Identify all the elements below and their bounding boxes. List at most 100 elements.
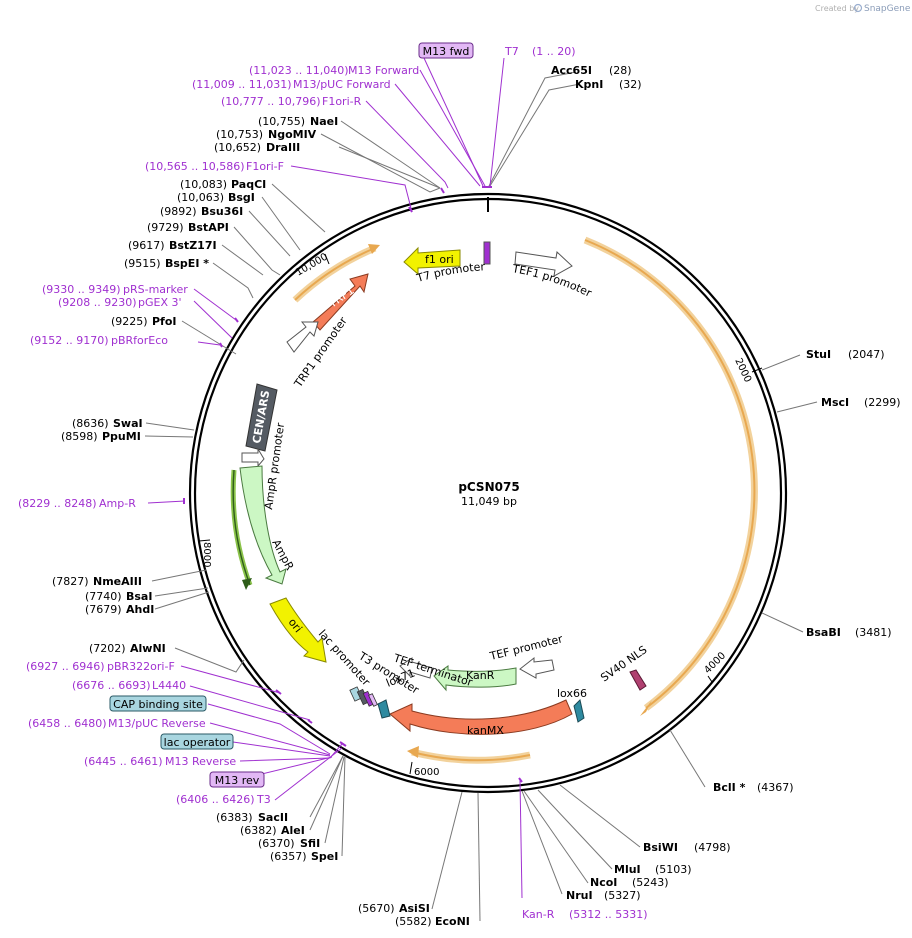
site-asisi[interactable]: (5670)AsiSI — [358, 902, 430, 915]
svg-text:Acc65I: Acc65I — [551, 64, 592, 77]
site-sfii[interactable]: (6370)SfiI — [258, 837, 320, 850]
svg-text:(8598): (8598) — [61, 430, 98, 443]
feature-tef-promoter-arrow[interactable] — [519, 656, 555, 679]
site-msci[interactable]: MscI(2299) — [821, 396, 901, 409]
primer-pgex3[interactable]: (9208 .. 9230)pGEX 3' — [58, 296, 182, 309]
feature-lox66-marker[interactable] — [573, 699, 585, 723]
svg-text:pBRforEco: pBRforEco — [111, 334, 168, 347]
feature-sv40nls-marker[interactable] — [629, 669, 647, 691]
feature-tef1-promoter-arrow[interactable] — [514, 250, 573, 277]
site-bstapi[interactable]: (9729)BstAPI — [147, 221, 229, 234]
primer-t3[interactable]: (6406 .. 6426)T3 — [176, 793, 271, 806]
svg-text:(9617): (9617) — [128, 239, 165, 252]
site-sacii[interactable]: (6383)SacII — [216, 811, 288, 824]
svg-text:PfoI: PfoI — [152, 315, 177, 328]
svg-text:PaqCI: PaqCI — [231, 178, 266, 191]
site-spei[interactable]: (6357)SpeI — [270, 850, 338, 863]
site-bspei[interactable]: (9515)BspEI * — [124, 257, 209, 270]
primer-amp-r[interactable]: (8229 .. 8248)Amp-R — [18, 497, 136, 510]
svg-text:NaeI: NaeI — [310, 115, 338, 128]
site-naei[interactable]: (10,755)NaeI — [258, 115, 338, 128]
primer-prs-marker[interactable]: (9330 .. 9349)pRS-marker — [42, 283, 188, 296]
feature-kanr-arrow[interactable] — [433, 665, 517, 692]
feature-trp1-promoter-arrow[interactable] — [286, 321, 319, 353]
feature-f1ori-arrow[interactable] — [403, 246, 461, 276]
svg-text:(8636): (8636) — [72, 417, 109, 430]
primer-pbrforeco[interactable]: (9152 .. 9170)pBRforEco — [30, 334, 168, 347]
primer-m13puc-forward[interactable]: (11,009 .. 11,031)M13/pUC Forward — [192, 78, 391, 91]
feature-tef-terminator-arrow[interactable] — [399, 657, 433, 679]
svg-text:(7679): (7679) — [85, 603, 122, 616]
svg-text:DraIII: DraIII — [266, 141, 300, 154]
site-pfoi[interactable]: (9225)PfoI — [111, 315, 177, 328]
svg-text:PpuMI: PpuMI — [102, 430, 141, 443]
svg-text:AhdI: AhdI — [126, 603, 154, 616]
site-alei[interactable]: (6382)AleI — [240, 824, 305, 837]
site-bsgi[interactable]: (10,063)BsgI — [177, 191, 255, 204]
primer-t7[interactable]: T7(1 .. 20) — [504, 45, 576, 58]
site-swai[interactable]: (8636)SwaI — [72, 417, 143, 430]
svg-text:(9152 .. 9170): (9152 .. 9170) — [30, 334, 109, 347]
site-econi[interactable]: (5582)EcoNI — [395, 915, 470, 928]
primer-l4440[interactable]: (6676 .. 6693)L4440 — [72, 679, 186, 692]
plasmid-name: pCSN075 — [458, 480, 519, 494]
primer-f1ori-f[interactable]: (10,565 .. 10,586)F1ori-F — [145, 160, 284, 173]
site-acc65i[interactable]: Acc65I(28) — [551, 64, 632, 77]
site-ngomiv[interactable]: (10,753)NgoMIV — [216, 128, 317, 141]
svg-text:(6676 .. 6693): (6676 .. 6693) — [72, 679, 151, 692]
site-stui[interactable]: StuI(2047) — [806, 348, 885, 361]
site-ppumi[interactable]: (8598) PpuMI — [61, 430, 141, 443]
svg-text:(32): (32) — [619, 78, 642, 91]
primer-pbr322ori-f[interactable]: (6927 .. 6946)pBR322ori-F — [26, 660, 175, 673]
site-kpni[interactable]: KpnI(32) — [575, 78, 642, 91]
label-lac-operator[interactable]: lac operator — [160, 733, 234, 750]
site-draiii[interactable]: (10,652)DraIII — [214, 141, 300, 154]
svg-text:(7740): (7740) — [85, 590, 122, 603]
svg-text:BsiWI: BsiWI — [643, 841, 678, 854]
feature-label-f1-ori: f1 ori — [425, 253, 454, 266]
label-m13-rev[interactable]: M13 rev — [209, 771, 265, 788]
feature-lox71-marker[interactable] — [377, 699, 391, 719]
feature-ori-arrow[interactable] — [269, 597, 327, 663]
feature-label-kanmx: kanMX — [467, 724, 504, 737]
feature-ampr-promoter-arrow[interactable] — [241, 447, 265, 468]
primer-kan-r[interactable]: Kan-R(5312 .. 5331) — [522, 908, 648, 921]
primer-f1ori-r[interactable]: (10,777 .. 10,796)F1ori-R — [221, 95, 362, 108]
svg-text:M13 Reverse: M13 Reverse — [165, 755, 236, 768]
feature-lac-cluster — [349, 686, 378, 707]
site-bsai[interactable]: (7740) BsaI — [85, 590, 152, 603]
primer-m13-forward[interactable]: (11,023 .. 11,040)M13 Forward — [249, 64, 419, 77]
svg-text:(9330 .. 9349): (9330 .. 9349) — [42, 283, 121, 296]
site-bcli[interactable]: BclI *(4367) — [713, 781, 794, 794]
svg-text:(10,083): (10,083) — [180, 178, 227, 191]
svg-text:EcoNI: EcoNI — [435, 915, 470, 928]
primer-m13puc-reverse[interactable]: (6458 .. 6480)M13/pUC Reverse — [28, 717, 206, 730]
site-bsiwi[interactable]: BsiWI(4798) — [643, 841, 731, 854]
site-paqci[interactable]: (10,083) PaqCI — [180, 178, 266, 191]
primer-m13-reverse[interactable]: (6445 .. 6461)M13 Reverse — [84, 755, 236, 768]
tick-label-8000: 8000 — [201, 542, 212, 567]
svg-text:StuI: StuI — [806, 348, 831, 361]
svg-text:BsaI: BsaI — [126, 590, 152, 603]
svg-text:BsaBI: BsaBI — [806, 626, 841, 639]
site-nmeaiii[interactable]: (7827)NmeAIII — [52, 575, 142, 588]
label-m13-fwd[interactable]: M13 fwd — [418, 42, 474, 59]
svg-text:(10,063): (10,063) — [177, 191, 224, 204]
feature-ampr-arrow[interactable] — [239, 465, 287, 585]
site-mlui[interactable]: MluI(5103) — [614, 863, 692, 876]
svg-text:L4440: L4440 — [152, 679, 186, 692]
site-alwni[interactable]: (7202)AlwNI — [89, 642, 166, 655]
svg-text:(7827): (7827) — [52, 575, 89, 588]
feature-trp1-arrow[interactable] — [312, 273, 369, 331]
label-cap-binding-site[interactable]: CAP binding site — [109, 695, 207, 712]
site-ahdi[interactable]: (7679) AhdI — [85, 603, 154, 616]
site-bstz17i[interactable]: (9617)BstZ17I — [128, 239, 217, 252]
site-nrui[interactable]: NruI(5327) — [566, 889, 641, 902]
site-bsabi[interactable]: BsaBI(3481) — [806, 626, 892, 639]
site-ncoi[interactable]: NcoI(5243) — [590, 876, 669, 889]
svg-text:pRS-marker: pRS-marker — [123, 283, 188, 296]
feature-t7-marker — [483, 241, 491, 265]
site-bsu36i[interactable]: (9892)Bsu36I — [160, 205, 243, 218]
svg-text:(1 .. 20): (1 .. 20) — [532, 45, 576, 58]
svg-text:BstAPI: BstAPI — [188, 221, 229, 234]
